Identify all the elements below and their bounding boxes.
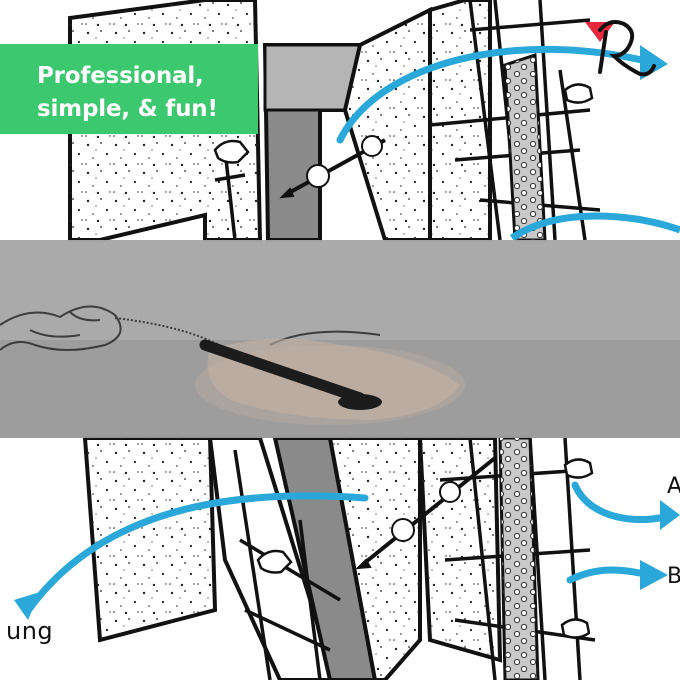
caption-right-a: A	[667, 474, 680, 499]
badge-line-2: simple, & fun!	[37, 96, 218, 122]
transition-band-top	[0, 240, 680, 340]
badge-line-1: Professional,	[37, 63, 204, 89]
logo-icon	[585, 20, 656, 77]
caption-right-b: B	[667, 564, 680, 589]
promo-badge: Professional, simple, & fun!	[0, 44, 258, 134]
bottom-wall	[14, 436, 680, 680]
top-wall	[68, 0, 680, 242]
caption-bottom-left: ung	[6, 617, 54, 645]
